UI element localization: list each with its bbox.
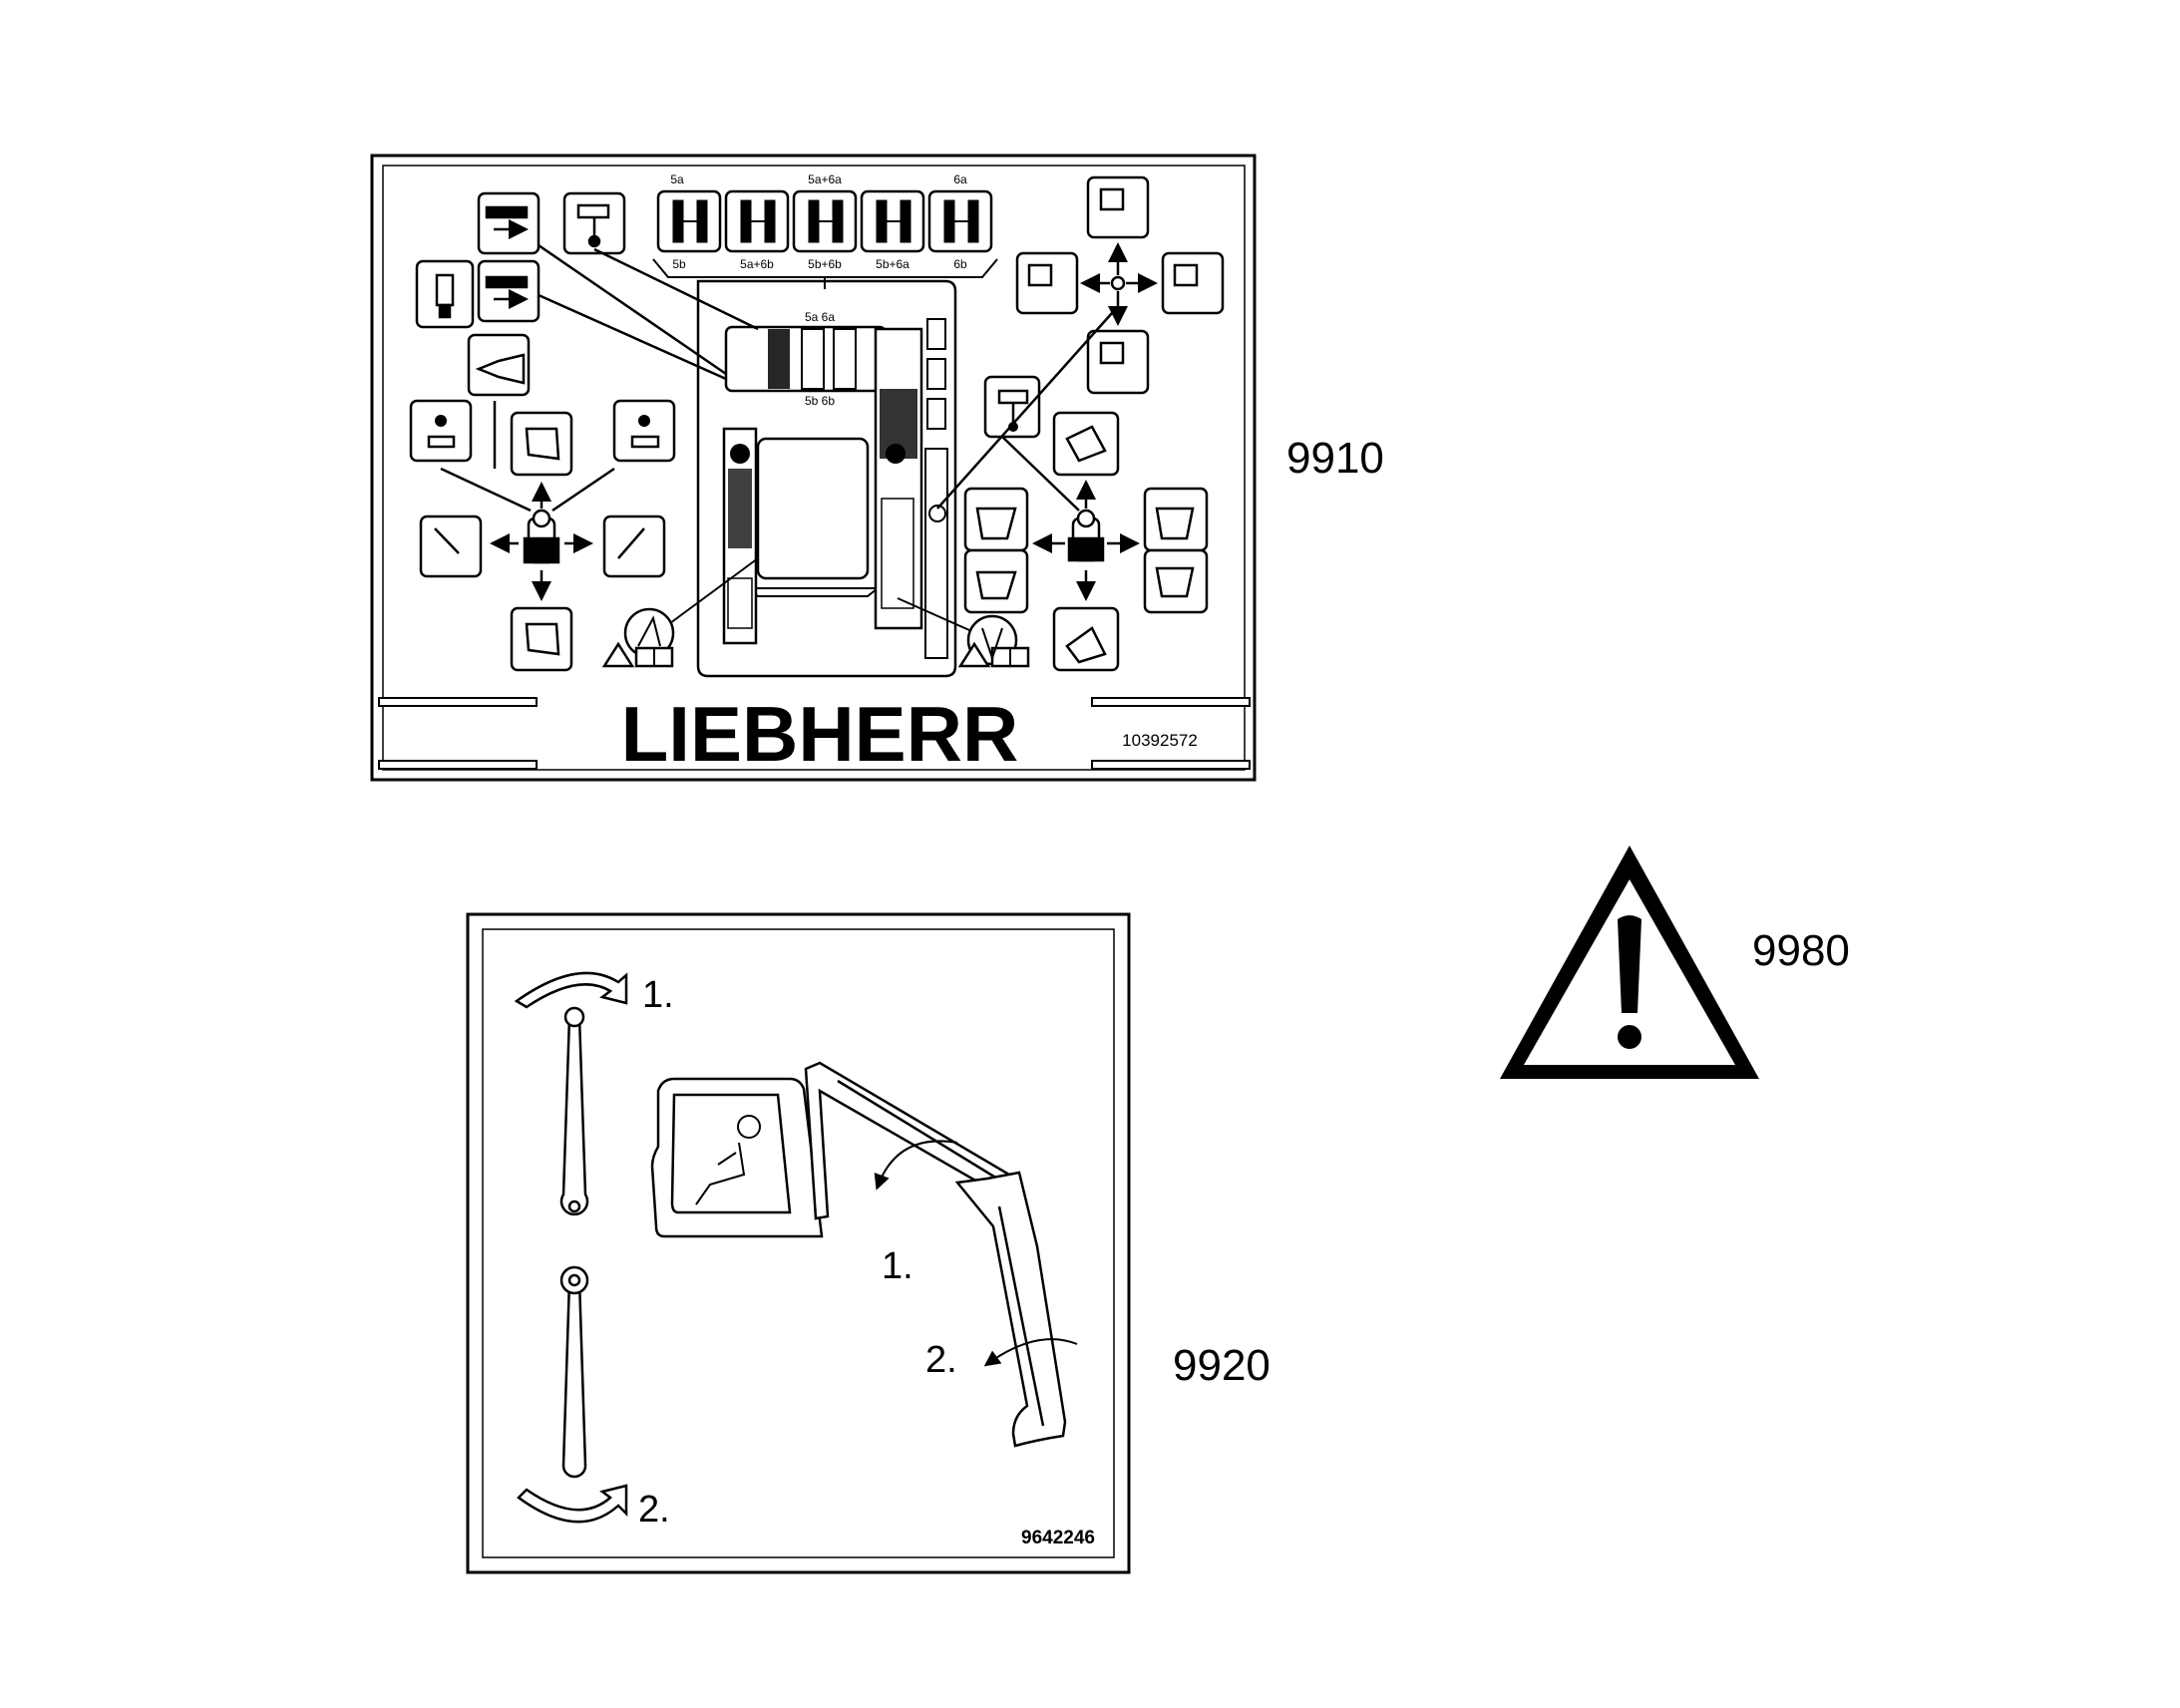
right-joystick-diagram xyxy=(936,175,1225,672)
ref-number-9980: 9980 xyxy=(1752,926,1850,975)
part-number-9910: 10392572 xyxy=(1122,731,1198,750)
track-label-top: 5a 6a xyxy=(805,310,835,324)
part-number-9920: 9642246 xyxy=(1021,1528,1095,1548)
lever-step-2: 2. xyxy=(638,1489,670,1531)
decal-9910: LIEBHERR 10392572 5a 6a 5b 6b xyxy=(370,154,1257,782)
travel-label-top-3: 6a xyxy=(953,172,967,186)
travel-label-bottom-5: 6b xyxy=(953,257,967,271)
arm-step-1: 1. xyxy=(882,1245,913,1287)
travel-icons: 5a 5a+6a 6a 5b 5a+6b 5b+6b 5b+6a 6b xyxy=(652,172,998,289)
lever-step-1: 1. xyxy=(642,974,674,1016)
brand-logo: LIEBHERR xyxy=(621,690,1019,778)
left-joystick-diagram xyxy=(409,399,676,672)
arm-step-2: 2. xyxy=(925,1339,957,1381)
track-label-bottom: 5b 6b xyxy=(805,394,835,408)
ref-number-9910: 9910 xyxy=(1286,434,1384,483)
travel-label-bottom-1: 5b xyxy=(672,257,686,271)
decal-9920: 1. 2. 1. 2. 9642246 xyxy=(466,912,1131,1574)
travel-label-bottom-3: 5b+6b xyxy=(808,257,842,271)
ref-number-9920: 9920 xyxy=(1173,1341,1271,1390)
travel-label-top-2: 5a+6a xyxy=(808,172,842,186)
travel-label-bottom-4: 5b+6a xyxy=(876,257,909,271)
travel-label-bottom-2: 5a+6b xyxy=(740,257,774,271)
warning-triangle-icon xyxy=(1500,846,1759,1079)
travel-label-top-1: 5a xyxy=(670,172,684,186)
